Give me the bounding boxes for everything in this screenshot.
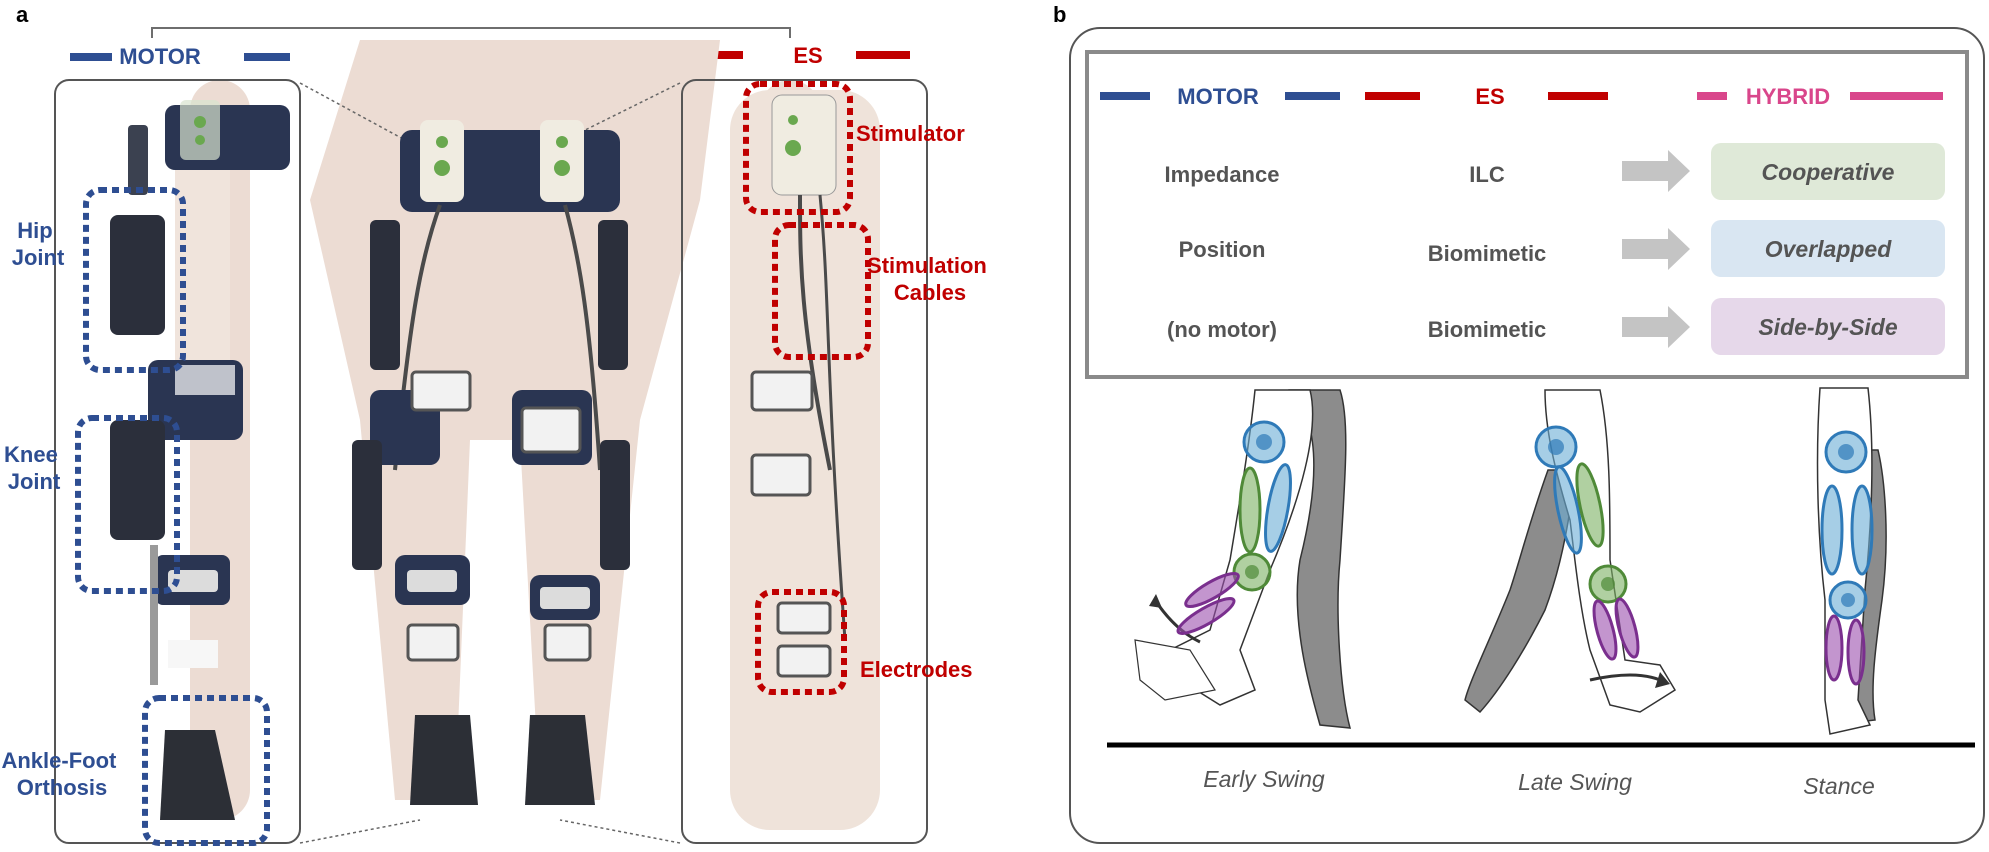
row3-motor-strategy: (no motor) [1167, 317, 1277, 342]
overlapped-box [1711, 220, 1945, 277]
knee-joint-label-line1: Knee [4, 442, 58, 467]
row3-es-strategy: Biomimetic [1428, 317, 1547, 342]
late-swing-illustration [1464, 389, 1677, 714]
legend-hybrid: HYBRID [1746, 84, 1830, 109]
row1-arrow [1622, 150, 1690, 192]
knee-joint-label-line2: Joint [8, 469, 61, 494]
stance-illustration [1816, 387, 1887, 735]
controller-table-frame [1085, 50, 1969, 379]
knee-joint-highlight [75, 415, 180, 594]
row3-hybrid-strategy: Side-by-Side [1758, 314, 1898, 340]
ankle-foot-label-line1: Ankle-Foot [1, 748, 117, 773]
row1-hybrid-strategy: Cooperative [1762, 159, 1895, 185]
es-header: ES [793, 43, 822, 68]
phase-stance: Stance [1803, 773, 1875, 799]
legend-es: ES [1475, 84, 1504, 109]
knee-joint-label: Knee Joint [4, 442, 64, 494]
panel-a-bracket [151, 27, 791, 38]
row2-hybrid-strategy: Overlapped [1765, 236, 1892, 262]
stimulation-cables-label-line1: Stimulation [867, 253, 987, 278]
row1-es-strategy: ILC [1469, 162, 1505, 187]
phase-early-swing: Early Swing [1203, 766, 1325, 792]
side-by-side-box [1711, 298, 1945, 355]
row2-motor-strategy: Position [1179, 237, 1266, 262]
motor-header: MOTOR [119, 44, 201, 69]
panel-b-frame [1069, 27, 1985, 844]
ankle-foot-label-line2: Orthosis [17, 775, 107, 800]
hip-joint-label-line1: Hip [17, 218, 52, 243]
early-swing-illustration [1134, 389, 1351, 729]
hip-joint-label-line2: Joint [12, 245, 65, 270]
panel-a: a MOTOR ES [1, 2, 993, 846]
phase-late-swing: Late Swing [1518, 769, 1632, 795]
stimulator-highlight [743, 81, 853, 215]
cooperative-box [1711, 143, 1945, 200]
panel-b: b MOTOR ES HYBRID Impedance ILC Cooperat… [1053, 2, 1985, 844]
panel-b-letter: b [1053, 2, 1066, 27]
center-exoskeleton [352, 120, 630, 805]
ankle-foot-label: Ankle-Foot Orthosis [1, 748, 122, 800]
row3-arrow [1622, 306, 1690, 348]
row2-arrow [1622, 228, 1690, 270]
cables-highlight [772, 222, 871, 360]
hip-joint-label: Hip Joint [12, 218, 65, 270]
row2-es-strategy: Biomimetic [1428, 241, 1547, 266]
electrodes-highlight [755, 589, 847, 695]
zoom-lines [299, 82, 681, 844]
electrodes-label: Electrodes [860, 657, 973, 682]
panel-a-letter: a [16, 2, 29, 27]
left-inset-leg [110, 100, 290, 820]
right-inset-frame [681, 79, 928, 844]
ankle-foot-highlight [142, 695, 270, 846]
stimulation-cables-label: Stimulation Cables [867, 253, 993, 305]
right-inset-leg [730, 90, 880, 830]
stimulator-label: Stimulator [856, 121, 965, 146]
stimulation-cables-label-line2: Cables [894, 280, 966, 305]
legend-motor: MOTOR [1177, 84, 1259, 109]
row1-motor-strategy: Impedance [1165, 162, 1280, 187]
es-highlights [743, 81, 871, 695]
motor-highlights [75, 187, 270, 846]
